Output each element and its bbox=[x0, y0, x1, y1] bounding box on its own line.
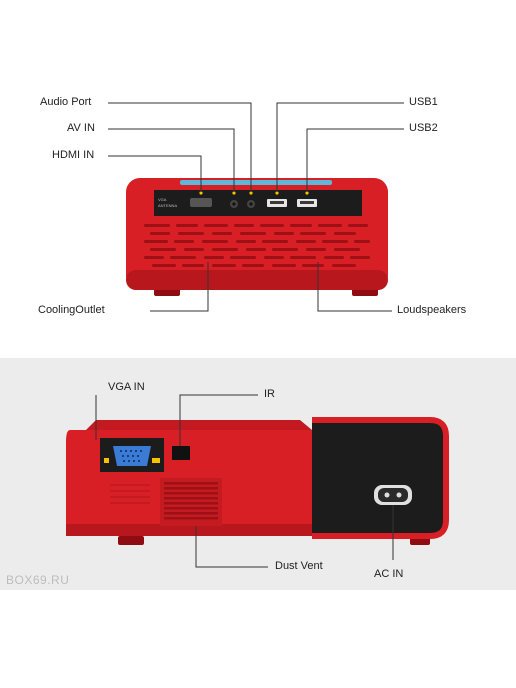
callout-lines-side bbox=[95, 394, 394, 568]
hdmi-port bbox=[190, 198, 212, 207]
dust-vent-grille bbox=[160, 478, 222, 526]
watermark: BOX69.RU bbox=[6, 573, 70, 587]
svg-text:ANTENNA: ANTENNA bbox=[158, 203, 177, 208]
label-ir: IR bbox=[264, 388, 275, 400]
label-ac-in: AC IN bbox=[374, 568, 404, 580]
label-av-in: AV IN bbox=[67, 122, 95, 134]
cooling-grille bbox=[144, 224, 370, 267]
label-vga-in: VGA IN bbox=[108, 381, 145, 393]
label-usb2: USB2 bbox=[409, 122, 438, 134]
label-audio-port: Audio Port bbox=[40, 96, 92, 108]
label-loudspeakers: Loudspeakers bbox=[397, 304, 467, 316]
side-black-panel bbox=[312, 420, 446, 536]
port-panel bbox=[154, 190, 362, 216]
body-bottom-shade bbox=[126, 270, 388, 290]
label-dust-vent: Dust Vent bbox=[275, 560, 323, 572]
callout-lines-top bbox=[108, 102, 404, 312]
top-strip bbox=[180, 180, 332, 185]
projector-side-view bbox=[66, 394, 449, 568]
label-cooling-outlet: CoolingOutlet bbox=[38, 304, 105, 316]
label-hdmi-in: HDMI IN bbox=[52, 149, 95, 161]
ir-sensor bbox=[172, 446, 190, 460]
svg-text:VGA: VGA bbox=[158, 197, 167, 202]
label-usb1: USB1 bbox=[409, 96, 438, 108]
projector-back-view: VGA ANTENNA bbox=[108, 102, 404, 312]
